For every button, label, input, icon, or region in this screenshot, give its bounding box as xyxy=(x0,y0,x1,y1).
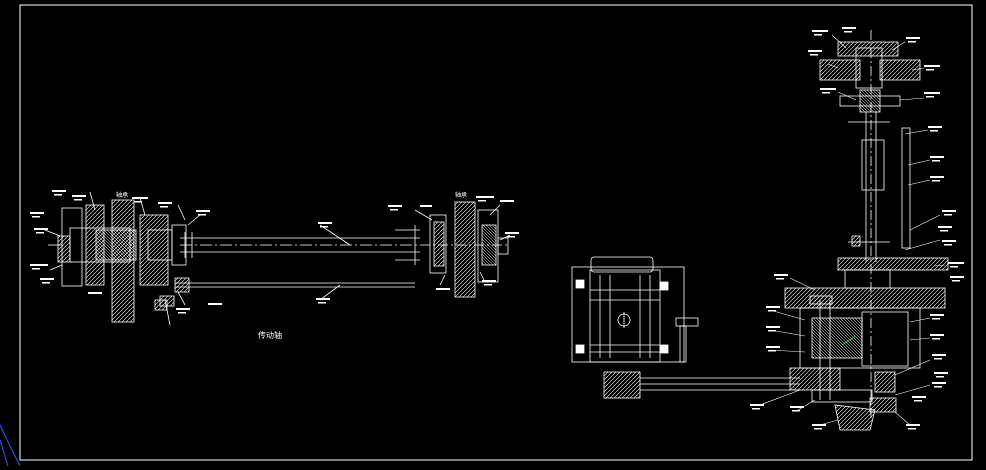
right-bearing-tag: 轴承 xyxy=(455,191,467,199)
green-line xyxy=(841,335,857,346)
right-leaders xyxy=(759,34,946,426)
vertical-shaft-assembly xyxy=(784,30,949,431)
drawing-frame xyxy=(19,4,973,461)
left-shaft-assembly xyxy=(44,191,511,326)
left-bearing-tag: 轴承 xyxy=(116,191,128,199)
left-caption: 传动轴 xyxy=(258,330,282,340)
ucs-icon xyxy=(0,424,21,467)
left-annotations xyxy=(30,190,519,314)
motor-block xyxy=(571,256,800,399)
right-annotations xyxy=(750,27,964,430)
